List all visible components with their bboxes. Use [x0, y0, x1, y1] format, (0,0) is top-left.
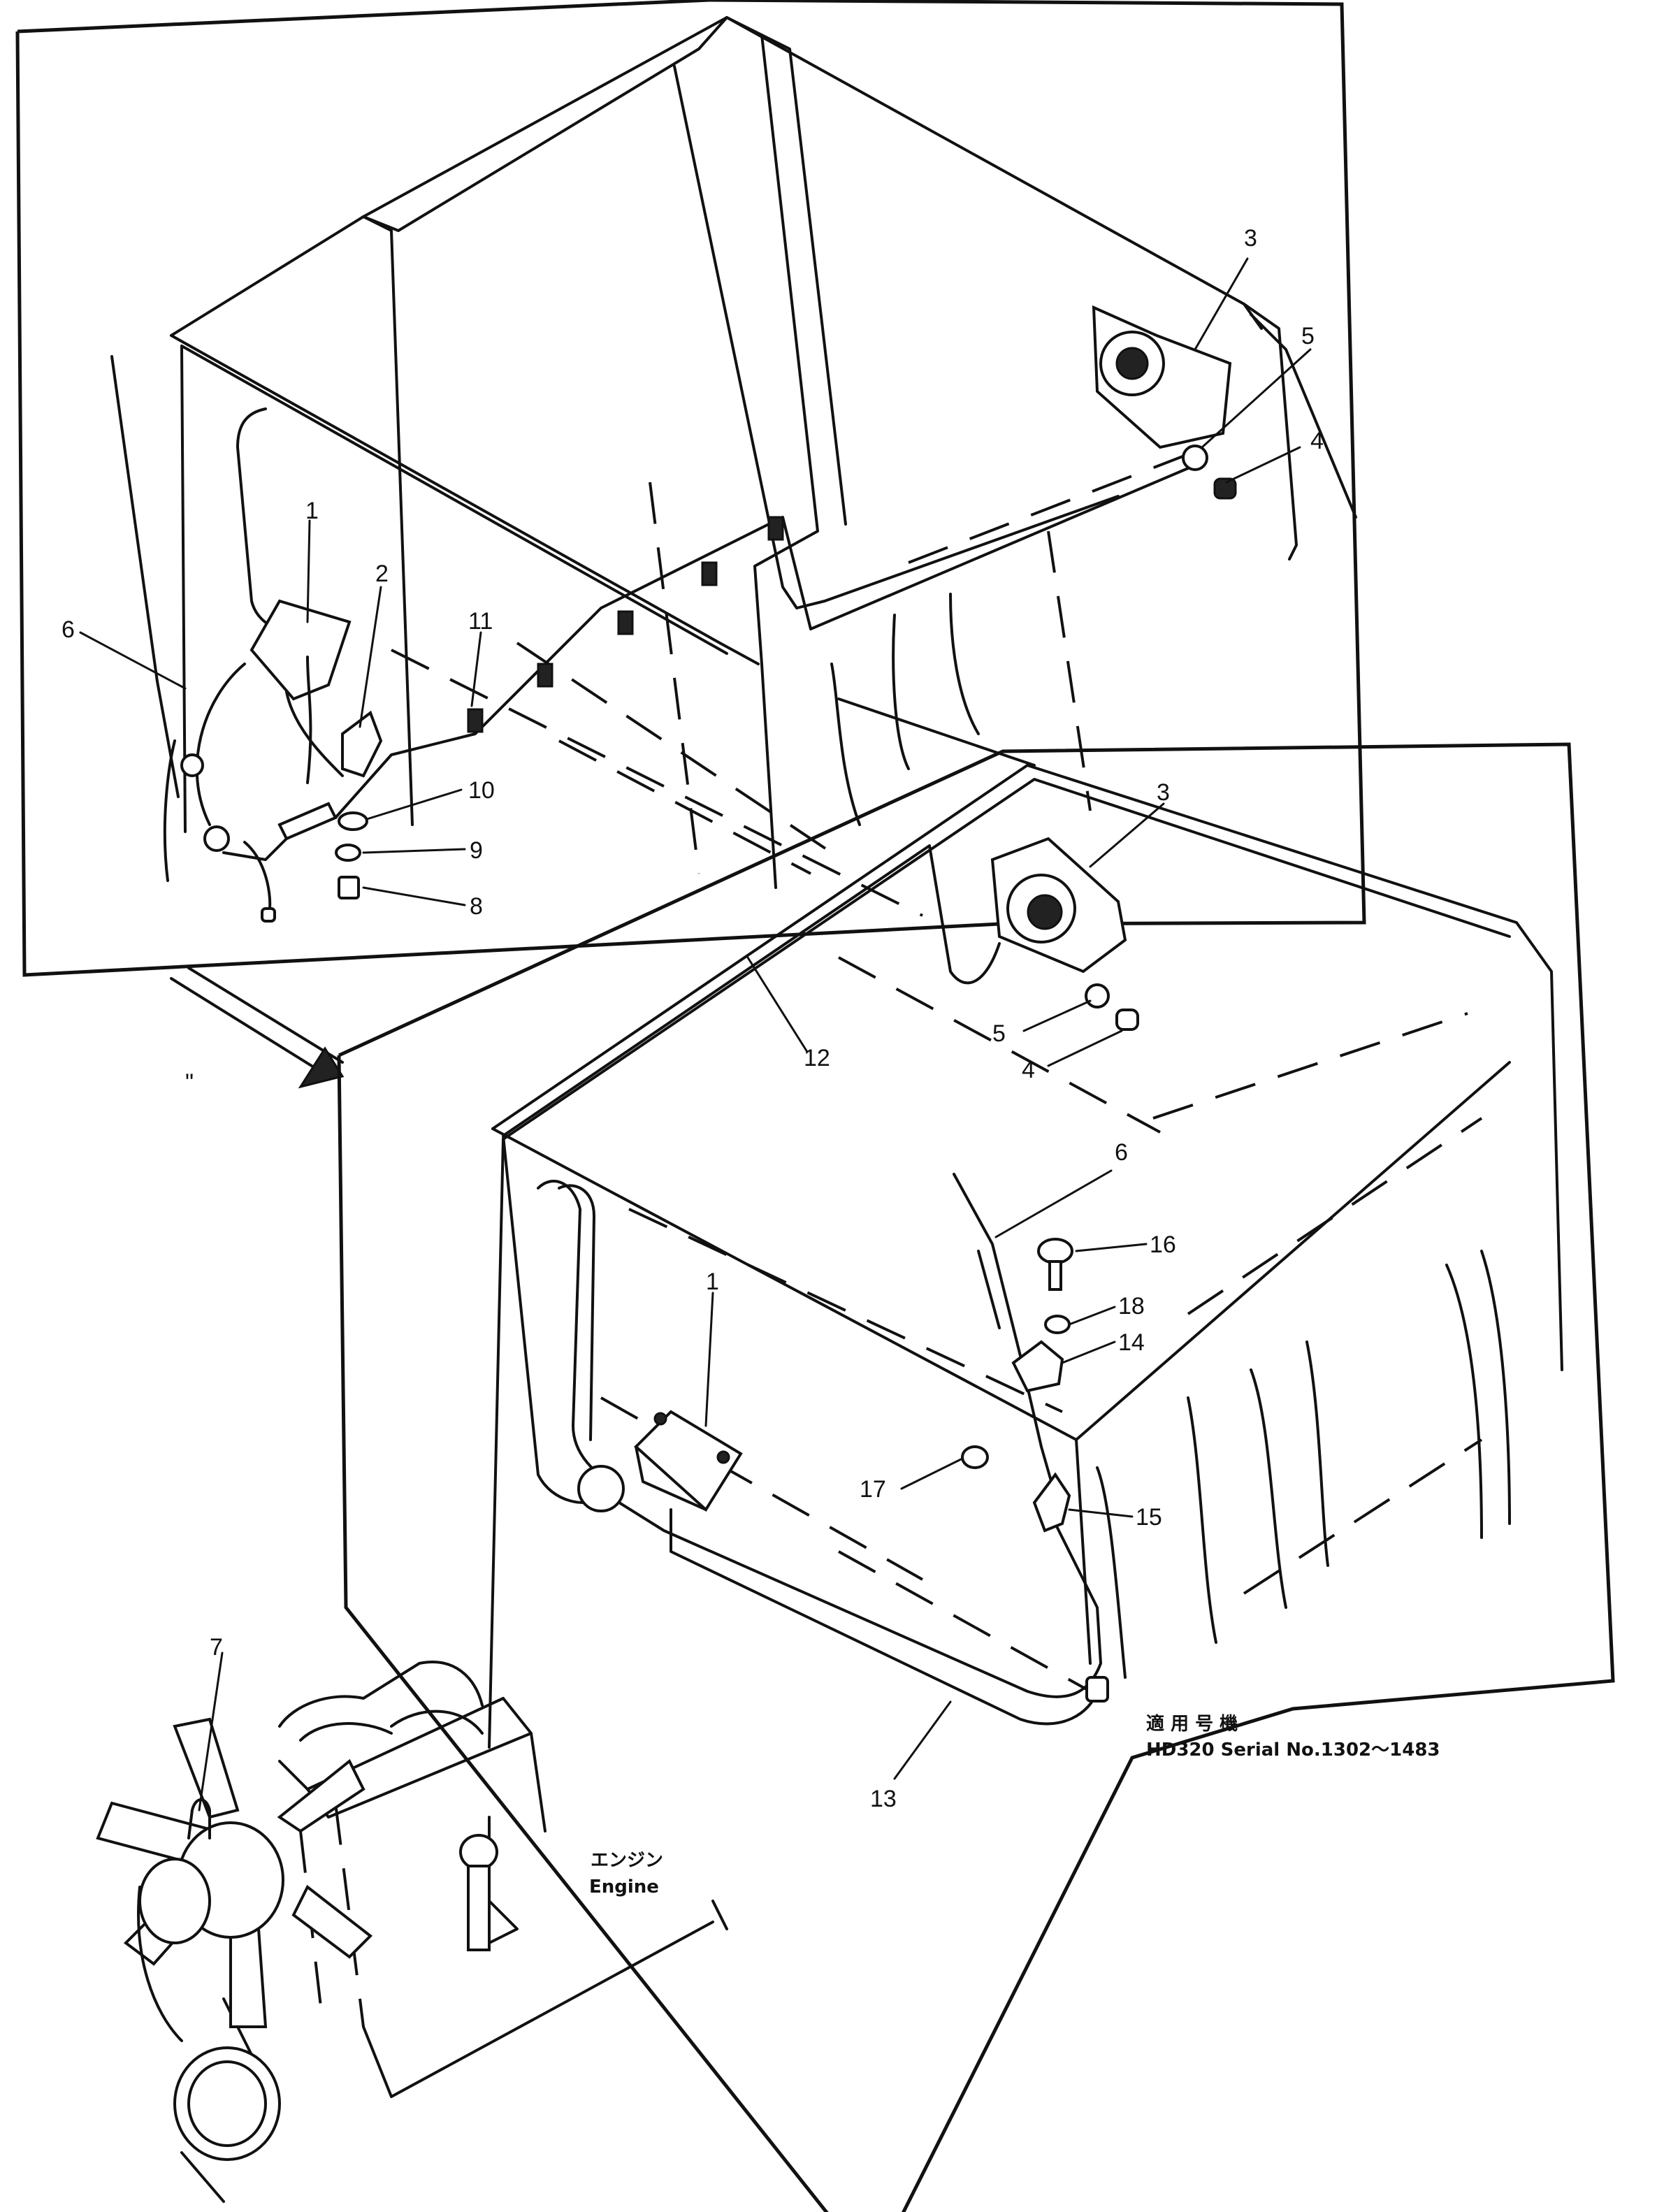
- detail-mark: ": [185, 1069, 194, 1096]
- middle-cable-6-rod: [977, 1250, 1001, 1329]
- middle-screw-4: [1115, 1009, 1139, 1031]
- middle-harness-12: [502, 844, 1102, 1698]
- middle-cab-body: [488, 697, 1563, 1749]
- engine-hub: [138, 1858, 211, 1944]
- top-leader-lines: [79, 257, 1312, 906]
- engine-label-en: Engine: [589, 1877, 659, 1897]
- callout-17-middle: 17: [860, 1476, 886, 1503]
- callout-5-middle: 5: [992, 1020, 1006, 1047]
- detail-pointer: ": [170, 967, 345, 1096]
- top-view-frame: [15, 0, 1366, 977]
- callout-9-top: 9: [470, 837, 483, 864]
- middle-harness-loop: [577, 1465, 625, 1512]
- callout-13-middle: 13: [870, 1786, 897, 1812]
- callout-4-middle: 4: [1022, 1057, 1035, 1083]
- top-bracket-2: [341, 710, 383, 778]
- middle-nut-17: [961, 1445, 989, 1469]
- top-screw-4: [1213, 477, 1237, 500]
- callout-3-top: 3: [1244, 225, 1257, 252]
- top-sensor-tip: [261, 907, 276, 923]
- top-cable-harness: [222, 467, 1189, 861]
- callout-12-middle: 12: [804, 1045, 830, 1071]
- middle-gauge-3: [990, 837, 1127, 974]
- serial-label-en: HD320 Serial No.1302～1483: [1146, 1740, 1440, 1761]
- middle-unit-1: [634, 1410, 743, 1512]
- top-unit-1: [195, 599, 352, 826]
- callout-14-middle: 14: [1118, 1329, 1145, 1356]
- top-cable-6-end: [163, 739, 176, 882]
- top-grommet-b: [203, 825, 230, 852]
- top-clip-c: [617, 610, 634, 635]
- top-cab-body: [170, 16, 1357, 917]
- middle-bolt-16: [1037, 1238, 1073, 1291]
- top-detail-view: 3 5 4 2 6 1 11 10 9 8: [15, 0, 1366, 977]
- callout-6-top: 6: [61, 616, 75, 643]
- callout-8-top: 8: [470, 893, 483, 920]
- top-washer-10: [338, 811, 368, 831]
- callout-1-middle: 1: [706, 1268, 719, 1295]
- top-clip-b: [701, 561, 718, 586]
- middle-washer-5: [1085, 983, 1110, 1009]
- engine-dipstick: [459, 1834, 498, 1951]
- callout-4-top: 4: [1310, 428, 1324, 454]
- top-clip-11: [467, 708, 484, 733]
- engine-leader-7: [198, 1651, 224, 1812]
- middle-bracket-15: [1032, 1472, 1071, 1533]
- top-clip-d: [537, 663, 553, 688]
- middle-bracket-14: [1011, 1340, 1064, 1393]
- engine-damper-inner: [187, 2060, 267, 2147]
- serial-label-jp: 適 用 号 機: [1146, 1713, 1238, 1735]
- engine-view: 7 エンジン Engine: [96, 1634, 728, 2203]
- top-grommet-a: [180, 753, 204, 777]
- callout-7-bottom: 7: [210, 1634, 223, 1661]
- callout-5-top: 5: [1301, 323, 1315, 349]
- callout-11-top: 11: [468, 608, 493, 635]
- middle-view: 3 5 4 12 6 16 18 14 1 17 15 13 適 用 号 機 H…: [337, 697, 1615, 2212]
- middle-leader-lines: [704, 802, 1294, 1780]
- middle-harness-end: [1085, 1676, 1109, 1703]
- middle-cable-6: [953, 1173, 1057, 1497]
- top-bolt-8: [338, 876, 360, 899]
- callout-16-middle: 16: [1150, 1231, 1176, 1258]
- middle-washer-18: [1044, 1315, 1071, 1334]
- callout-6-middle: 6: [1115, 1139, 1128, 1166]
- top-cable-6: [110, 355, 180, 798]
- engine-label-jp: エンジン: [591, 1850, 663, 1871]
- callout-2-top: 2: [375, 561, 389, 587]
- callout-15-middle: 15: [1136, 1504, 1162, 1531]
- top-gauge-3: [1092, 305, 1232, 449]
- top-clip-a: [767, 516, 784, 541]
- top-washer-5: [1182, 444, 1208, 471]
- top-sensor-lead: [243, 841, 272, 917]
- top-lockwasher-9: [335, 844, 361, 862]
- middle-harness-13: [670, 1508, 1099, 1726]
- callout-3-middle: 3: [1157, 779, 1170, 806]
- callout-18-middle: 18: [1118, 1293, 1145, 1320]
- callout-1-top: 1: [305, 498, 319, 524]
- top-connector: [277, 802, 338, 841]
- engine-belt: [137, 1886, 183, 2042]
- callout-10-top: 10: [468, 777, 495, 804]
